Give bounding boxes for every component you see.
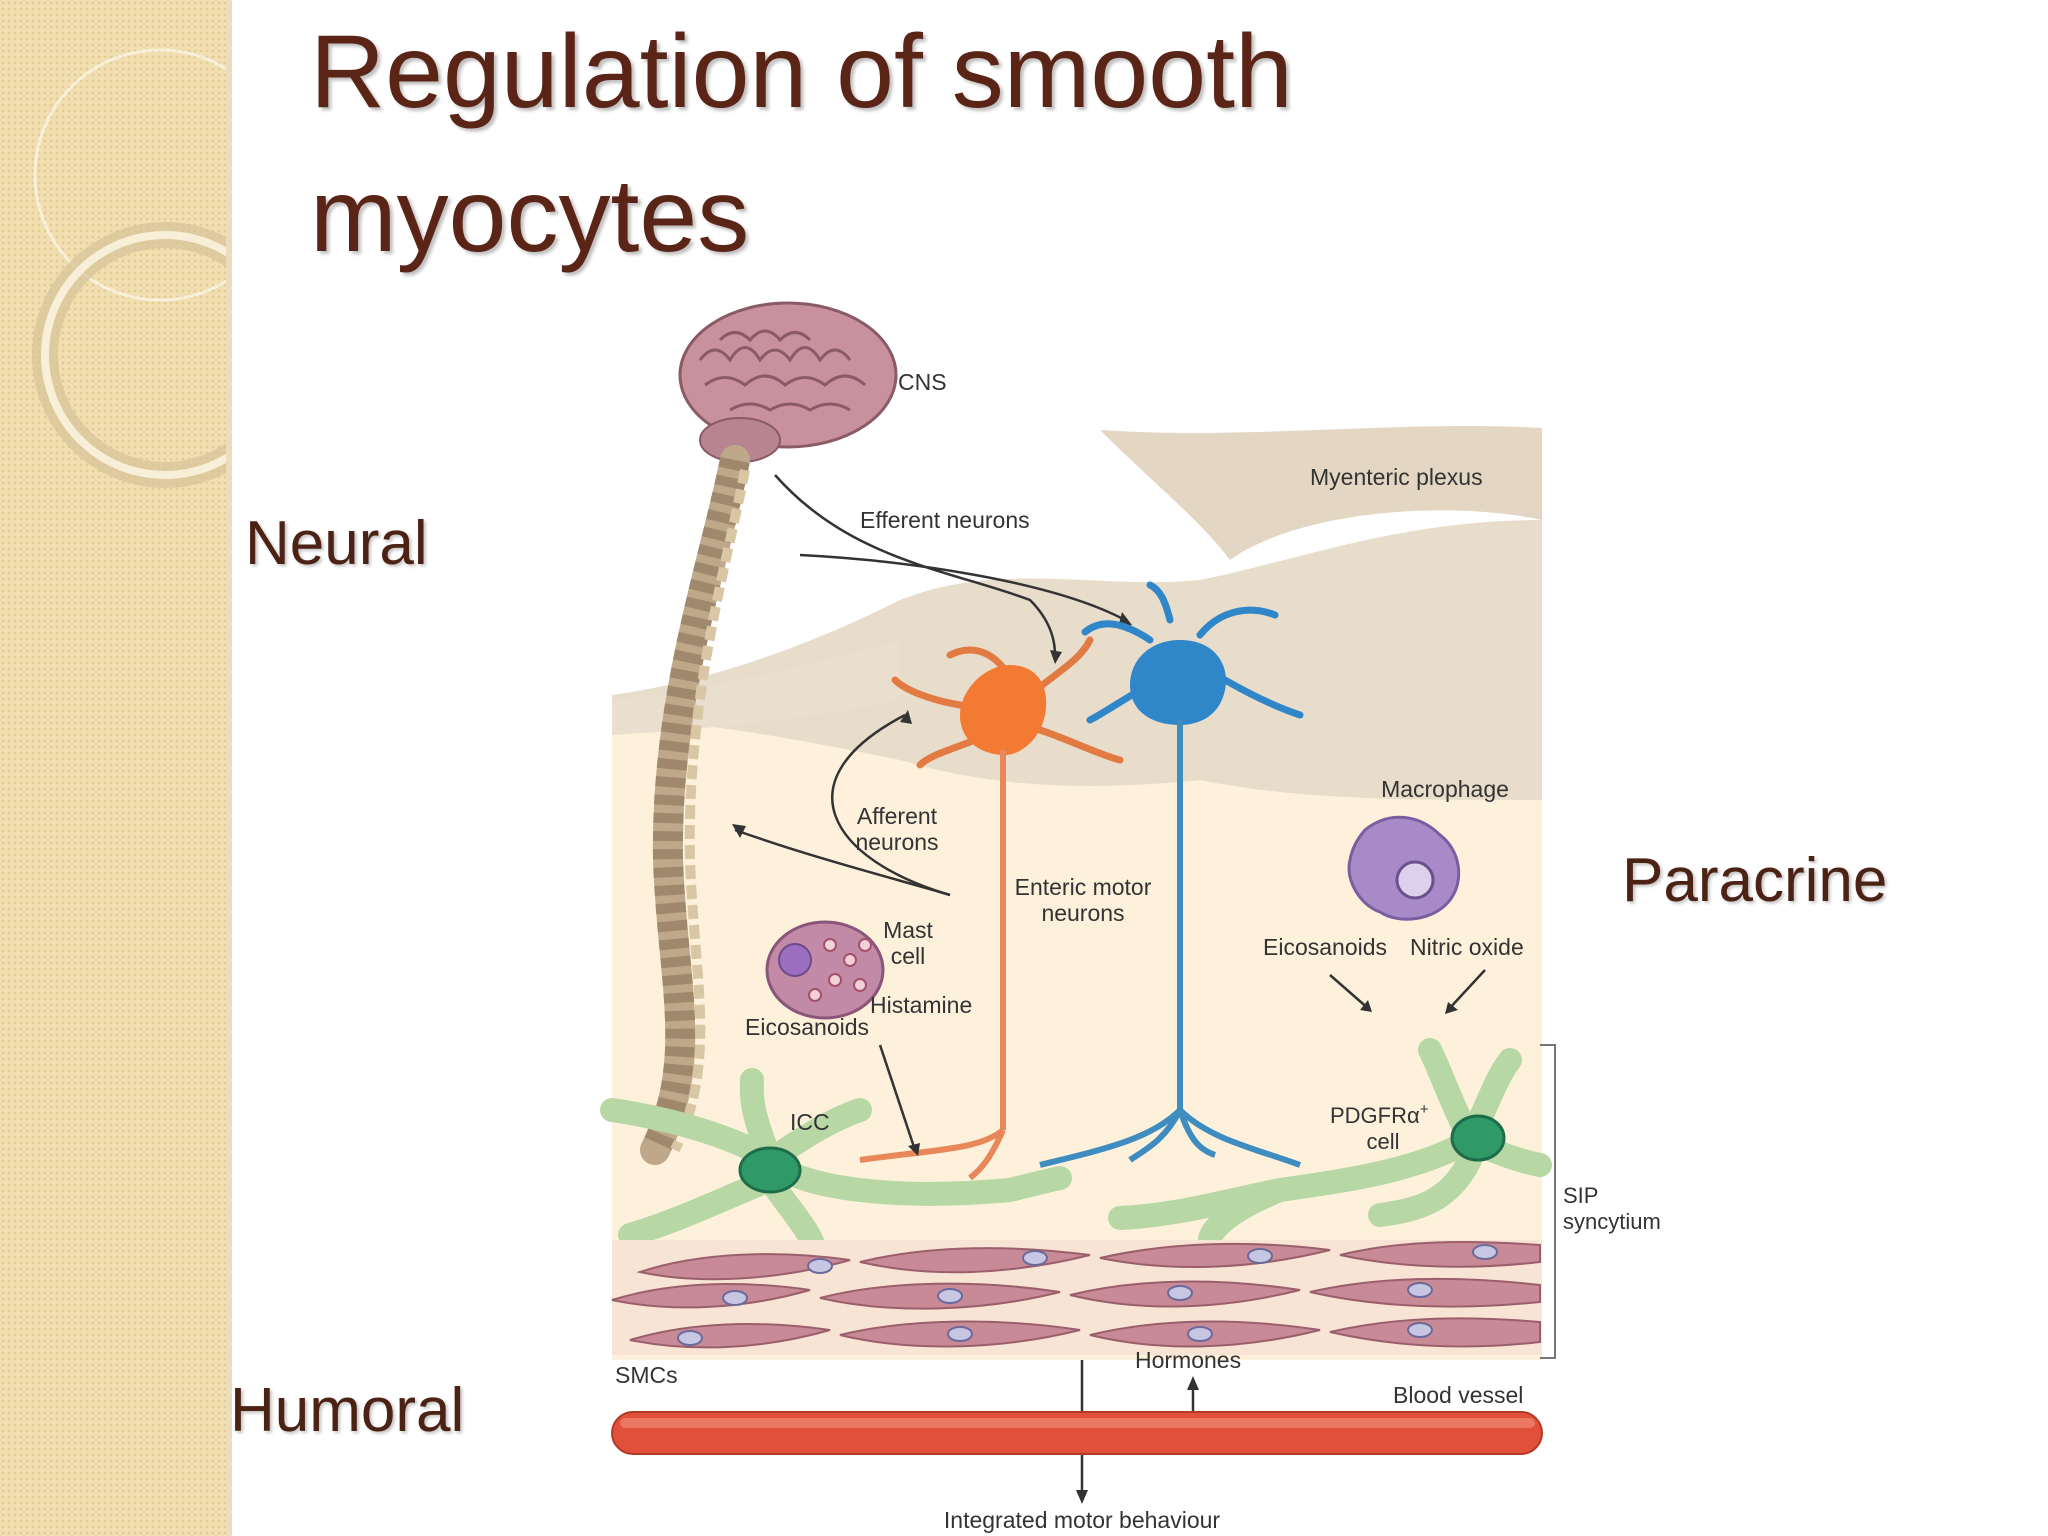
efferent-arrow-2 [799,553,1126,622]
afferent-arrow-to-neuron [831,713,951,897]
enteric-motor-neuron-blue [1039,581,1304,1168]
icc-cell [600,1068,1072,1262]
histamine-arrow [878,1044,917,1151]
label-eicosanoids-right: Eicosanoids [1263,934,1387,960]
label-integrated-motor-behaviour: Integrated motor behaviour [944,1507,1221,1533]
smooth-muscle-cells [611,1240,1542,1355]
label-mast-line-2: cell [891,943,926,969]
brain-icon [678,301,898,463]
label-blood-vessel: Blood vessel [1393,1382,1523,1408]
label-afferent-line-1: Afferent [857,803,938,829]
eicosanoids-arrow [1329,974,1371,1011]
regulation-diagram: CNS Myenteric plexus Efferent neurons Af… [600,301,1661,1533]
label-eicosanoids-left: Eicosanoids [745,1014,869,1040]
label-pdgfra-superscript: + [1420,1101,1429,1118]
label-icc: ICC [790,1109,830,1135]
slide-title: Regulation of smooth myocytes [310,0,1610,288]
macrophage-icon [1347,815,1461,921]
mast-cell-icon [765,920,885,1020]
integrated-behaviour-arrowhead [1076,1490,1088,1504]
afferent-arrowhead-neuron [900,710,912,724]
title-line-2: myocytes [310,158,750,274]
nitric-oxide-arrowhead [1445,1002,1458,1014]
blood-vessel [611,1411,1543,1455]
hormones-arrowhead [1187,1376,1199,1390]
label-histamine: Histamine [870,992,972,1018]
enteric-motor-neuron-orange [859,636,1124,1181]
label-paracrine: Paracrine [1622,846,1888,915]
eicosanoids-arrowhead [1360,1000,1372,1012]
spinal-cord-icon [640,445,750,1165]
histamine-arrowhead [908,1143,920,1156]
label-humoral: Humoral [230,1376,465,1445]
myenteric-plexus-strand [1100,426,1542,560]
label-myenteric-plexus: Myenteric plexus [1310,464,1483,490]
sidebar-edge [226,0,232,1536]
label-smcs: SMCs [615,1362,678,1388]
pdgfra-cell [1108,1038,1552,1252]
label-hormones: Hormones [1135,1347,1241,1373]
afferent-arrowhead-spine [732,824,746,838]
label-macrophage: Macrophage [1381,776,1509,802]
label-sip-line-2: syncytium [1563,1209,1661,1234]
label-pdgfra-line-2: cell [1366,1129,1399,1154]
nitric-oxide-arrow [1447,969,1486,1011]
decorative-circles [32,48,228,488]
label-enteric-motor-line-2: neurons [1041,900,1124,926]
label-neural: Neural [245,509,428,578]
efferent-arrow-1 [774,474,1057,656]
label-enteric-motor-line-1: Enteric motor [1015,874,1152,900]
label-efferent-neurons: Efferent neurons [860,507,1030,533]
sidebar-pattern [0,0,228,1536]
label-nitric-oxide: Nitric oxide [1410,934,1524,960]
label-mast-line-1: Mast [883,917,933,943]
efferent-arrowhead-1 [1050,650,1062,664]
label-pdgfra-line-1: PDGFRα+ [1330,1101,1429,1128]
label-afferent-line-2: neurons [855,829,938,855]
label-sip-line-1: SIP [1563,1183,1598,1208]
title-line-1: Regulation of smooth [310,14,1293,130]
sip-bracket [1540,1044,1556,1359]
label-cns: CNS [898,369,947,395]
